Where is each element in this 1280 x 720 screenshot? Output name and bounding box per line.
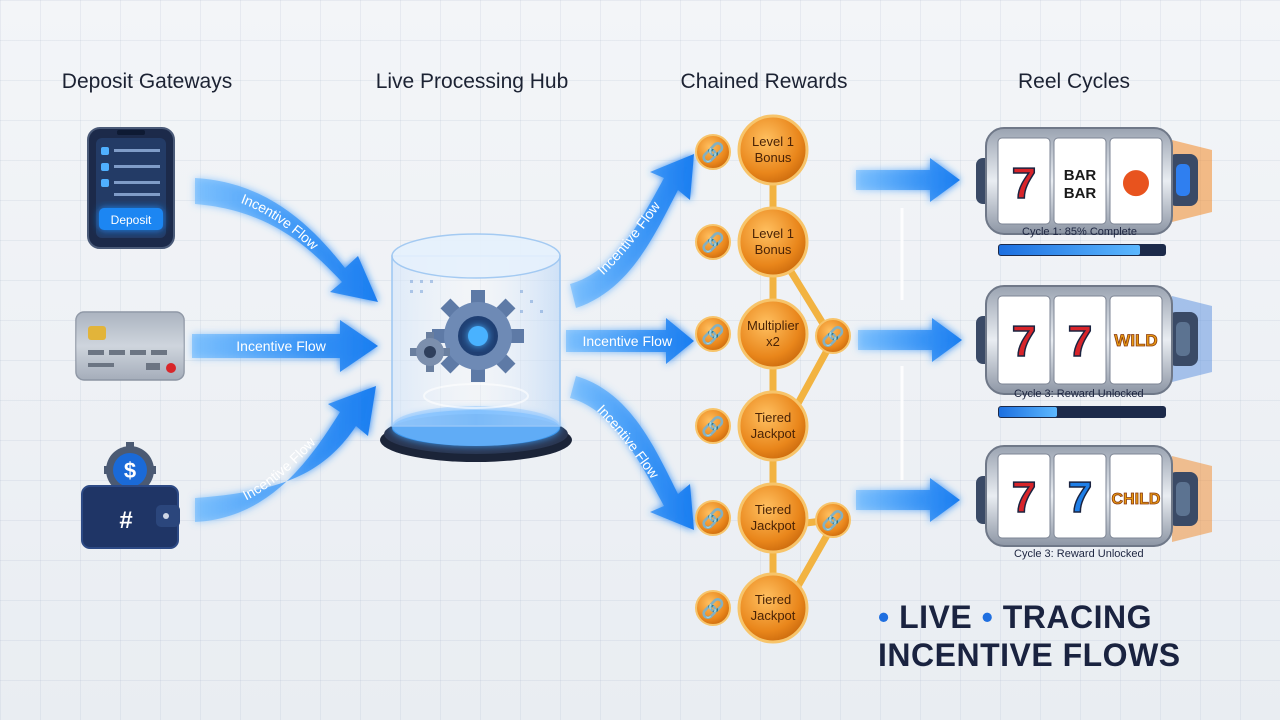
svg-text:Bonus: Bonus [755, 242, 792, 257]
column-title-deposit: Deposit Gateways [61, 70, 233, 93]
chain-link-icon: 🔗 [815, 318, 851, 354]
flow-arrow-out-mid: Incentive Flow [566, 318, 694, 364]
headline-line-2: INCENTIVE FLOWS [878, 637, 1181, 673]
reel-2-symbol-1: 7 [1012, 317, 1036, 366]
wallet-icon: $ # [81, 442, 180, 549]
reel-3-symbol-2: 7 [1068, 473, 1092, 522]
reel-2-symbol-2: 7 [1068, 317, 1092, 366]
reel-2-symbol-3: WILD [1114, 331, 1157, 350]
headline-line-1: • LIVE • TRACING [878, 598, 1181, 636]
chain-link-icon: 🔗 [695, 316, 731, 352]
bullet-dot: • [878, 599, 900, 635]
chain-link-icon: 🔗 [695, 134, 731, 170]
reward-node-level1-bonus-2: Level 1 Bonus [737, 206, 809, 278]
flow-arrow-in-top: Incentive Flow [195, 178, 378, 302]
gear-icon [432, 290, 524, 382]
svg-text:Bonus: Bonus [755, 150, 792, 165]
svg-text:🔗: 🔗 [821, 509, 845, 532]
svg-text:#: # [119, 507, 132, 534]
reward-node-level1-bonus: Level 1 Bonus [737, 114, 809, 186]
chain-link-icon: 🔗 [695, 408, 731, 444]
svg-text:Jackpot: Jackpot [751, 608, 796, 623]
small-gear-icon [410, 332, 450, 372]
arrow-to-reel-2 [858, 318, 962, 362]
column-title-hub: Live Processing Hub [375, 70, 569, 93]
flow-label-in-mid: Incentive Flow [236, 338, 326, 354]
chain-link-icon: 🔗 [695, 590, 731, 626]
svg-text:Multiplier: Multiplier [747, 318, 800, 333]
svg-text:🔗: 🔗 [701, 507, 725, 530]
chain-link-icon: 🔗 [815, 502, 851, 538]
svg-text:🔗: 🔗 [701, 597, 725, 620]
column-title-reels: Reel Cycles [1017, 70, 1131, 93]
headline-word-tracing: TRACING [1002, 599, 1152, 635]
flow-arrow-in-bot: Incentive Flow [195, 386, 376, 522]
chain-link-icon: 🔗 [695, 224, 731, 260]
column-title-rewards: Chained Rewards [680, 70, 848, 93]
svg-text:Tiered: Tiered [755, 410, 791, 425]
reel-3-symbol-3: CHILD [1112, 491, 1161, 508]
headline-word-live: LIVE [899, 599, 973, 635]
svg-text:🔗: 🔗 [701, 323, 725, 346]
svg-text:🔗: 🔗 [821, 325, 845, 348]
reward-node-multiplier: Multiplier x2 [737, 298, 809, 370]
slot-reel-1 [976, 127, 1212, 235]
reel-2-status: Cycle 3: Reward Unlocked [1014, 388, 1144, 400]
deposit-button-label: Deposit [111, 213, 152, 227]
reward-node-tiered-jackpot-3: Tiered Jackpot [737, 572, 809, 644]
svg-text:Level 1: Level 1 [752, 226, 794, 241]
svg-text:Tiered: Tiered [755, 592, 791, 607]
chain-link-icon: 🔗 [695, 500, 731, 536]
processing-hub-icon [380, 233, 572, 462]
reel-1-status: Cycle 1: 85% Complete [1022, 226, 1137, 238]
phone-icon [87, 127, 175, 249]
svg-text:$: $ [124, 458, 136, 483]
svg-text:Jackpot: Jackpot [751, 426, 796, 441]
reward-node-tiered-jackpot-2: Tiered Jackpot [737, 482, 809, 554]
svg-text:Level 1: Level 1 [752, 134, 794, 149]
slot-reel-3 [976, 445, 1212, 547]
reel-1-symbol-2: BAR [1064, 167, 1097, 184]
flow-label-out-mid: Incentive Flow [582, 333, 672, 349]
reel-1-symbol-2b: BAR [1064, 185, 1097, 202]
arrow-to-reel-1 [856, 158, 960, 202]
flow-arrow-out-top: Incentive Flow [570, 154, 694, 308]
reel-1-symbol-1: 7 [1012, 159, 1036, 208]
reel-3-symbol-1: 7 [1012, 473, 1036, 522]
bullet-dot: • [981, 599, 1003, 635]
reward-node-tiered-jackpot: Tiered Jackpot [737, 390, 809, 462]
arrow-to-reel-3 [856, 478, 960, 522]
reel-3-status: Cycle 3: Reward Unlocked [1014, 548, 1144, 560]
slot-reel-2 [976, 285, 1212, 395]
flow-arrow-out-bot: Incentive Flow [570, 376, 694, 530]
reel-1-symbol-3: ● [1121, 161, 1151, 201]
svg-text:🔗: 🔗 [701, 231, 725, 254]
svg-text:🔗: 🔗 [701, 415, 725, 438]
flow-label-in-top: Incentive Flow [239, 191, 322, 254]
svg-text:x2: x2 [766, 334, 780, 349]
reel-2-progress-fill [999, 407, 1057, 417]
reel-1-progress-fill [999, 245, 1140, 255]
svg-text:🔗: 🔗 [701, 141, 725, 164]
credit-card-icon [75, 311, 185, 381]
svg-text:Tiered: Tiered [755, 502, 791, 517]
flow-arrow-in-mid: Incentive Flow [192, 320, 378, 372]
headline: • LIVE • TRACING INCENTIVE FLOWS [878, 598, 1181, 674]
svg-text:Jackpot: Jackpot [751, 518, 796, 533]
